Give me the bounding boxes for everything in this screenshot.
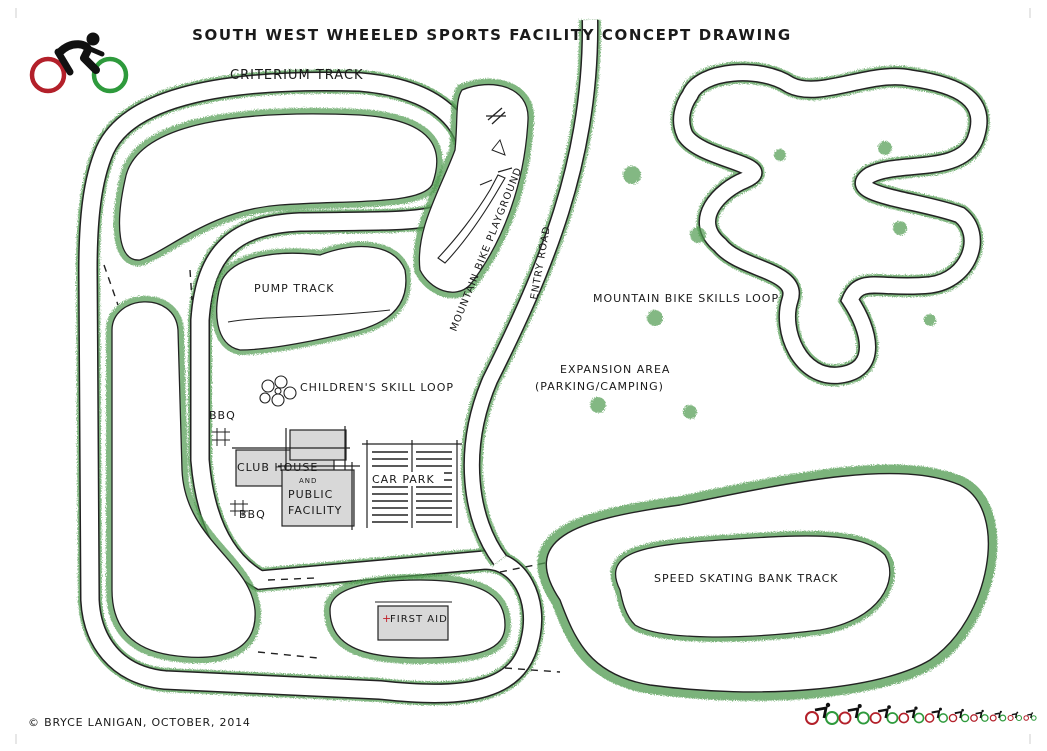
first-aid-cross: + <box>382 612 392 625</box>
track-dashes <box>103 264 561 673</box>
cyclist-progression-icons <box>805 702 1037 725</box>
pump-track <box>211 241 411 356</box>
copyright-credit: © BRYCE LANIGAN, OCTOBER, 2014 <box>28 716 251 729</box>
criterium-inner-top-loop <box>113 107 443 266</box>
criterium-inner-left-loop <box>106 295 262 664</box>
mini-cyclist-icon <box>1007 711 1023 722</box>
mini-cyclist-icon <box>869 705 899 724</box>
bbq-label-bottom: BBQ <box>239 508 266 521</box>
mini-cyclist-icon <box>805 702 839 725</box>
shrub-clusters <box>590 141 936 419</box>
childrens-skill-loop <box>259 375 297 407</box>
criterium-track <box>75 69 545 706</box>
mini-cyclist-icon <box>989 710 1007 722</box>
pump-track-label: PUMP TRACK <box>254 282 334 295</box>
mountain-bike-playground <box>413 78 534 299</box>
mountain-bike-skills-loop <box>670 61 990 387</box>
mini-cyclist-icon <box>838 704 870 725</box>
and-label: AND <box>299 477 317 485</box>
mtb-skills-loop-label: MOUNTAIN BIKE SKILLS LOOP <box>593 292 779 305</box>
mini-cyclist-icon <box>970 709 989 722</box>
childrens-skill-loop-label: CHILDREN'S SKILL LOOP <box>300 381 454 394</box>
mini-cyclist-icon <box>1023 712 1037 721</box>
mini-cyclist-icon <box>948 708 970 723</box>
public-facility-building <box>278 462 360 530</box>
speed-skating-label: SPEED SKATING BANK TRACK <box>654 572 839 585</box>
bbq-marker-bottom <box>230 500 248 516</box>
public-label: PUBLIC <box>288 488 333 501</box>
facility-label: FACILITY <box>288 504 342 517</box>
first-aid-label: FIRST AID <box>390 614 448 625</box>
first-aid-building <box>377 605 449 641</box>
club-house-label: CLUB HOUSE <box>237 461 318 474</box>
page-title: SOUTH WEST WHEELED SPORTS FACILITY CONCE… <box>192 26 792 44</box>
speed-skating-track <box>537 464 998 701</box>
mini-cyclist-icon <box>898 706 925 724</box>
mini-cyclist-icon <box>924 707 949 723</box>
cyclist-logo-icon <box>29 32 129 94</box>
expansion-area-label: EXPANSION AREA <box>560 363 670 376</box>
first-aid-loop <box>323 573 512 665</box>
bbq-marker-top <box>212 428 230 446</box>
entry-road <box>460 19 602 567</box>
bbq-label-top: BBQ <box>209 409 236 422</box>
expansion-area-sublabel: (PARKING/CAMPING) <box>535 380 664 393</box>
car-park-label: CAR PARK <box>372 473 435 486</box>
criterium-track-label: CRITERIUM TRACK <box>230 68 364 83</box>
page-frame-marks <box>15 8 1031 744</box>
